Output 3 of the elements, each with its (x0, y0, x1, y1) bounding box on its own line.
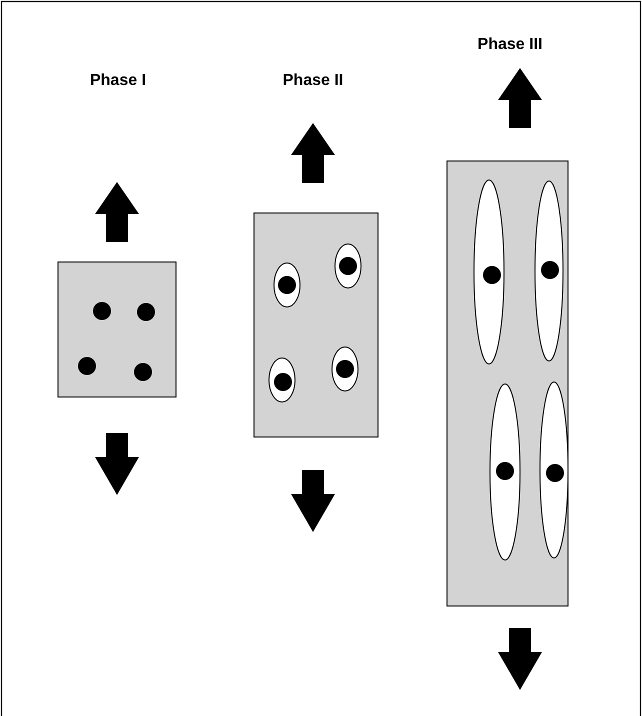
phase-label: Phase I (90, 72, 146, 90)
phase-label: Phase II (282, 72, 344, 90)
phase-label: Phase III (478, 36, 542, 54)
